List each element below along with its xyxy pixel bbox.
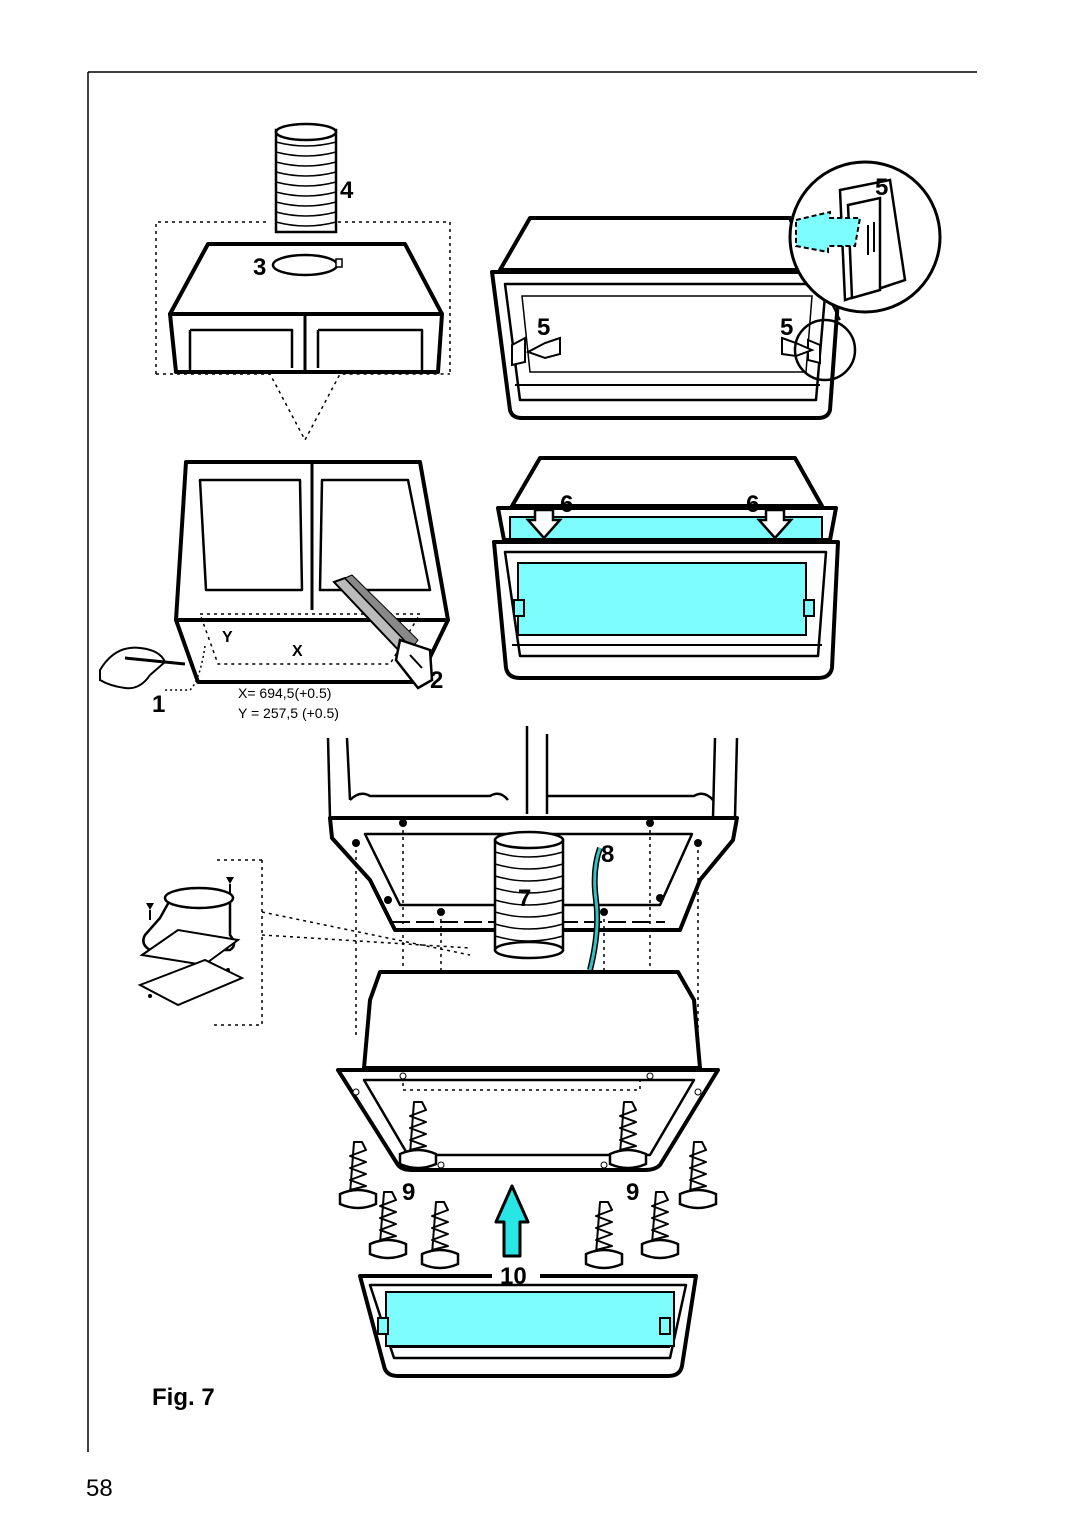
label-y: Y: [222, 629, 233, 646]
label-3: 3: [253, 254, 266, 281]
dimension-x: X= 694,5(+0.5): [238, 685, 331, 701]
label-7: 7: [518, 885, 531, 912]
hood-filter-view: [492, 456, 840, 680]
up-arrow-icon: [494, 1184, 530, 1258]
dimension-y: Y = 257,5 (+0.5): [238, 705, 339, 721]
flexible-duct-icon: [274, 122, 338, 234]
saw-icon: [332, 574, 434, 690]
pencil-hand-icon: [99, 645, 206, 691]
page-number: 58: [86, 1475, 113, 1502]
label-10: 10: [500, 1263, 527, 1290]
label-8: 8: [601, 841, 614, 868]
cabinet-top-view: [155, 221, 451, 442]
adapter-flange-icon: [137, 877, 245, 1007]
label-2: 2: [430, 667, 443, 694]
filter-panel: [358, 1273, 698, 1378]
label-x: X: [292, 643, 303, 660]
label-6-left: 6: [560, 491, 573, 518]
label-9-left: 9: [402, 1179, 415, 1206]
duct-connector-icon: [493, 830, 565, 960]
label-9-right: 9: [626, 1179, 639, 1206]
label-5-detail: 5: [875, 174, 888, 201]
label-5-left: 5: [537, 314, 550, 341]
alignment-guides: [214, 823, 699, 1070]
clip-detail-magnifier: [788, 160, 942, 314]
label-4: 4: [340, 177, 354, 204]
figure-caption: Fig. 7: [152, 1384, 215, 1411]
label-5-right: 5: [780, 314, 793, 341]
label-6-right: 6: [746, 491, 759, 518]
hood-lifting-view: [336, 970, 720, 1172]
power-cable-core: [588, 847, 602, 971]
label-1: 1: [152, 691, 165, 718]
hood-body-clips: [490, 216, 857, 420]
